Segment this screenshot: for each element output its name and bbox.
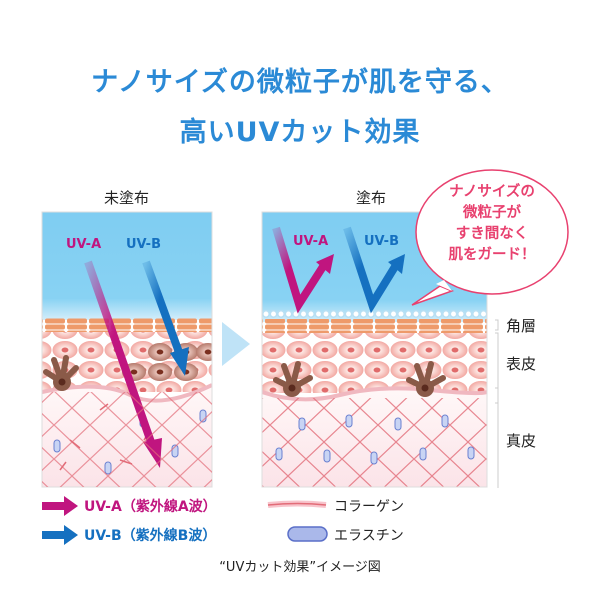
nano-particle	[389, 310, 398, 318]
uva-label-right: UV-A	[293, 234, 328, 249]
nano-particle	[457, 310, 465, 318]
nano-particle	[412, 310, 420, 318]
nano-particle	[404, 310, 413, 318]
nano-particle	[359, 310, 368, 318]
stratum-corneum-label: 角層	[506, 317, 537, 335]
nano-particle	[322, 310, 330, 318]
uvb-legend-label: UV-B（紫外線B波）	[84, 528, 217, 544]
nano-particle	[479, 310, 487, 318]
nano-particle	[352, 310, 360, 318]
dermis-label: 真皮	[506, 432, 537, 450]
nano-particle	[337, 310, 345, 318]
uva-label-left: UV-A	[66, 237, 101, 252]
caption: “UVカット効果”イメージ図	[219, 560, 381, 575]
nano-particle	[427, 310, 435, 318]
bubble-line: 微粒子が	[463, 205, 521, 221]
layer-brackets	[495, 319, 499, 488]
bubble-line: ナノサイズの	[449, 184, 535, 200]
nano-particle	[329, 310, 338, 318]
treated-panel: UV-A UV-B	[262, 212, 487, 487]
nano-particle	[277, 310, 285, 318]
nano-particle	[314, 310, 323, 318]
epidermis-label: 表皮	[506, 355, 537, 373]
nano-particle	[472, 310, 480, 318]
nano-particles	[262, 310, 487, 318]
uva-legend-arrow	[42, 496, 78, 516]
uvb-legend-arrow	[42, 525, 78, 545]
melanocyte-icon	[406, 361, 446, 397]
nano-particle	[464, 310, 473, 318]
nano-particle	[419, 310, 428, 318]
bubble-line: 肌をガード！	[448, 247, 536, 263]
uvb-label-right: UV-B	[364, 234, 399, 249]
elastin-legend-label: エラスチン	[334, 528, 404, 544]
uva-reflect-arrow	[272, 226, 328, 314]
nano-particle	[307, 310, 315, 318]
bubble-line: すき間なく	[455, 226, 529, 242]
nano-particle	[442, 310, 450, 318]
nano-particle	[269, 310, 278, 318]
nano-particle	[434, 310, 443, 318]
nano-particle	[262, 310, 270, 318]
title-line-1: ナノサイズの微粒子が肌を守る、	[91, 67, 509, 98]
uva-legend-label: UV-A（紫外線A波）	[84, 499, 217, 515]
melanocyte-icon	[273, 361, 313, 397]
nano-particle	[299, 310, 308, 318]
speech-bubble	[411, 169, 569, 306]
nano-particle	[344, 310, 353, 318]
uvb-reflect-arrow	[343, 226, 400, 314]
nano-particle	[382, 310, 390, 318]
bubble-text: ナノサイズの 微粒子が すき間なく 肌をガード！	[418, 182, 566, 266]
title-line-2: 高いUVカット効果	[179, 117, 421, 148]
collagen-legend-label: コラーゲン	[334, 499, 404, 515]
uvb-label-left: UV-B	[126, 237, 161, 252]
elastin-legend-capsule	[287, 526, 328, 542]
nano-particle	[374, 310, 383, 318]
uvb-arrow	[142, 260, 184, 357]
arrow-right-icon	[222, 322, 250, 366]
untreated-label: 未塗布	[104, 189, 150, 207]
nano-particle	[397, 310, 405, 318]
nano-particle	[449, 310, 458, 318]
nano-particle	[284, 310, 293, 318]
melanocyte-icon	[43, 355, 79, 391]
treated-label: 塗布	[356, 189, 387, 207]
